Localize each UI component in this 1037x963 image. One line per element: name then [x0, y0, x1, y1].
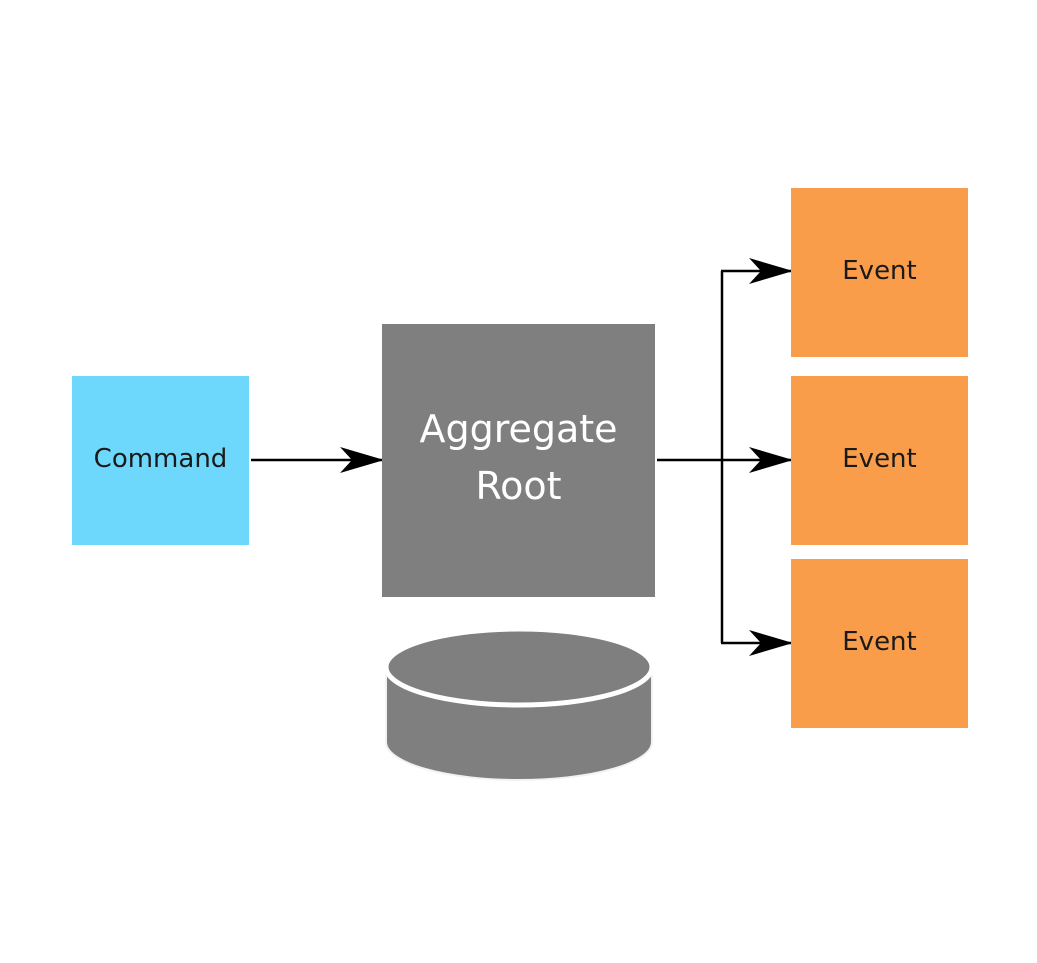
aggregate-root-label-line2: Root — [475, 464, 561, 508]
event-box — [791, 188, 968, 357]
database-cylinder-icon — [383, 626, 655, 781]
cylinder-top — [383, 626, 655, 708]
aggregate-root-node[interactable]: Aggregate Root — [382, 324, 655, 597]
aggregate-root-box — [382, 324, 655, 597]
command-node[interactable]: Command — [72, 376, 249, 545]
aggregate-root-label-line1: Aggregate — [419, 407, 617, 451]
event-node-2[interactable]: Event — [791, 376, 968, 545]
event-label: Event — [842, 627, 916, 657]
event-box — [791, 376, 968, 545]
event-node-3[interactable]: Event — [791, 559, 968, 728]
event-box — [791, 559, 968, 728]
event-label: Event — [842, 444, 916, 474]
event-node-1[interactable]: Event — [791, 188, 968, 357]
command-box — [72, 376, 249, 545]
command-label: Command — [94, 444, 228, 474]
event-connectors — [657, 258, 793, 656]
event-label: Event — [842, 256, 916, 286]
